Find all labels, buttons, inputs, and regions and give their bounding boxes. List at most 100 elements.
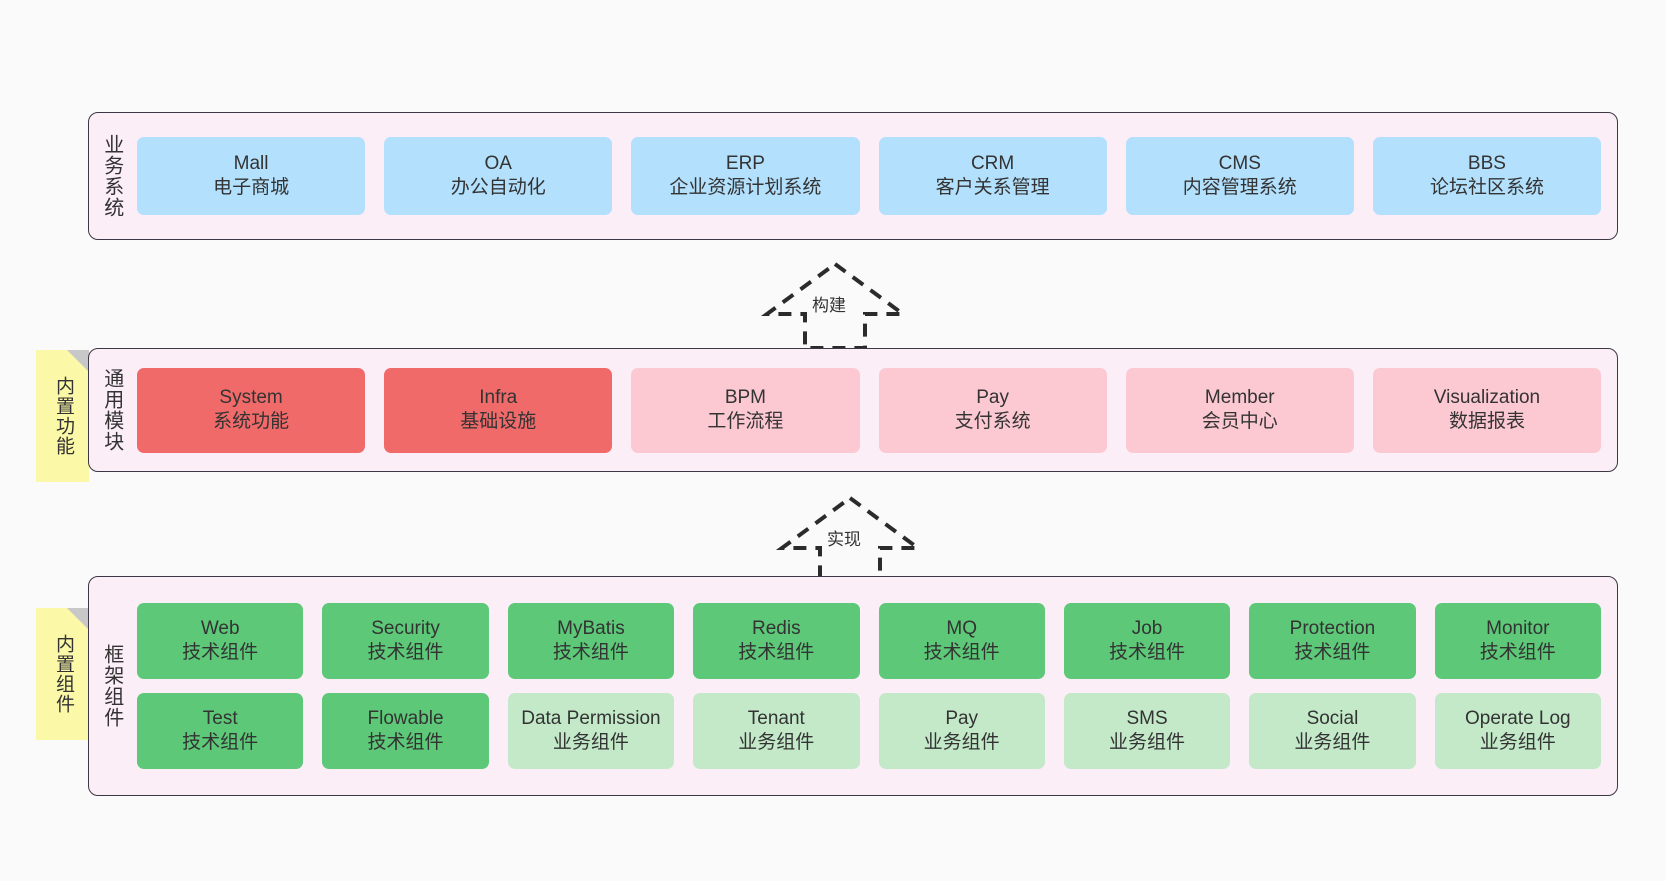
card-subtitle: 工作流程: [707, 411, 784, 432]
card-subtitle: 客户关系管理: [935, 177, 1050, 198]
card-data-permission[interactable]: Data Permission 业务组件: [507, 693, 675, 769]
layer-common-module-body: System 系统功能 Infra 基础设施 BPM 工作流程 Pay 支付系统…: [133, 349, 1617, 471]
card-subtitle: 技术组件: [923, 642, 1000, 663]
card-subtitle: 内容管理系统: [1182, 177, 1297, 198]
card-title: Infra: [479, 386, 518, 408]
card-flowable[interactable]: Flowable 技术组件: [322, 693, 489, 769]
card-title: Web: [200, 617, 240, 639]
layer-business-system-body: Mall 电子商城 OA 办公自动化 ERP 企业资源计划系统 CRM 客户关系…: [133, 113, 1617, 239]
card-subtitle: 办公自动化: [450, 177, 546, 198]
card-subtitle: 数据报表: [1448, 411, 1525, 432]
card-system[interactable]: System 系统功能: [137, 367, 366, 453]
card-mybatis[interactable]: MyBatis 技术组件: [507, 603, 675, 679]
layer-common-module-title: 通用模块: [100, 368, 123, 452]
card-title: Protection: [1289, 617, 1376, 639]
card-title: Job: [1131, 617, 1163, 639]
layer-framework-component-title: 框架组件: [100, 644, 123, 728]
card-title: Tenant: [747, 707, 805, 729]
card-cms[interactable]: CMS 内容管理系统: [1125, 137, 1354, 215]
card-infra[interactable]: Infra 基础设施: [384, 367, 613, 453]
note-builtin-features: 内置功能: [36, 350, 89, 482]
card-subtitle: 系统功能: [213, 411, 290, 432]
card-oa[interactable]: OA 办公自动化: [384, 137, 613, 215]
card-bbs[interactable]: BBS 论坛社区系统: [1372, 137, 1602, 215]
card-member[interactable]: Member 会员中心: [1125, 367, 1354, 453]
common-card-row: System 系统功能 Infra 基础设施 BPM 工作流程 Pay 支付系统…: [137, 367, 1602, 453]
card-title: CMS: [1218, 152, 1261, 174]
card-subtitle: 论坛社区系统: [1429, 177, 1544, 198]
card-subtitle: 业务组件: [552, 732, 629, 753]
layer-framework-component: 框架组件 Web 技术组件 Security 技术组件 MyBatis 技术组件…: [88, 576, 1618, 796]
card-title: MyBatis: [557, 617, 625, 639]
card-pay-component[interactable]: Pay 业务组件: [878, 693, 1045, 769]
card-title: Social: [1306, 707, 1359, 729]
card-subtitle: 会员中心: [1201, 411, 1278, 432]
card-pay-module[interactable]: Pay 支付系统: [878, 367, 1107, 453]
card-title: System: [219, 386, 283, 408]
card-operate-log[interactable]: Operate Log 业务组件: [1434, 693, 1601, 769]
card-monitor[interactable]: Monitor 技术组件: [1434, 603, 1601, 679]
card-redis[interactable]: Redis 技术组件: [693, 603, 860, 679]
card-protection[interactable]: Protection 技术组件: [1249, 603, 1416, 679]
card-erp[interactable]: ERP 企业资源计划系统: [631, 137, 860, 215]
card-social[interactable]: Social 业务组件: [1249, 693, 1416, 769]
note-builtin-components: 内置组件: [36, 608, 89, 740]
card-subtitle: 技术组件: [1294, 642, 1371, 663]
card-subtitle: 业务组件: [1479, 732, 1556, 753]
card-title: Operate Log: [1464, 707, 1571, 729]
card-title: Member: [1204, 386, 1275, 408]
arrow-implement-label: 实现: [827, 530, 861, 549]
card-title: Monitor: [1486, 617, 1550, 639]
card-job[interactable]: Job 技术组件: [1063, 603, 1231, 679]
card-crm[interactable]: CRM 客户关系管理: [878, 137, 1107, 215]
card-mq[interactable]: MQ 技术组件: [878, 603, 1045, 679]
card-mall[interactable]: Mall 电子商城: [137, 137, 366, 215]
card-title: Mall: [233, 152, 269, 174]
note-builtin-components-label: 内置组件: [52, 634, 74, 714]
card-subtitle: 基础设施: [460, 411, 537, 432]
card-title: MQ: [946, 617, 977, 639]
framework-business-row: Test 技术组件 Flowable 技术组件 Data Permission …: [137, 693, 1601, 769]
card-subtitle: 技术组件: [1479, 642, 1556, 663]
card-subtitle: 业务组件: [1294, 732, 1371, 753]
card-subtitle: 技术组件: [1109, 642, 1186, 663]
card-security[interactable]: Security 技术组件: [322, 603, 489, 679]
layer-business-system-title: 业务系统: [100, 134, 123, 218]
card-subtitle: 技术组件: [738, 642, 815, 663]
card-test[interactable]: Test 技术组件: [137, 693, 304, 769]
card-subtitle: 电子商城: [213, 177, 290, 198]
card-subtitle: 技术组件: [182, 642, 259, 663]
card-title: Pay: [976, 386, 1009, 408]
card-web[interactable]: Web 技术组件: [137, 603, 304, 679]
arrow-build: 构建: [755, 258, 915, 353]
card-subtitle: 技术组件: [182, 732, 259, 753]
business-card-row: Mall 电子商城 OA 办公自动化 ERP 企业资源计划系统 CRM 客户关系…: [137, 137, 1602, 215]
card-title: ERP: [725, 152, 765, 174]
arrow-build-label: 构建: [812, 296, 846, 315]
card-title: BPM: [724, 386, 767, 408]
card-subtitle: 业务组件: [1109, 732, 1186, 753]
framework-tech-row: Web 技术组件 Security 技术组件 MyBatis 技术组件 Redi…: [137, 603, 1601, 679]
card-subtitle: 支付系统: [954, 411, 1031, 432]
card-title: OA: [484, 152, 512, 174]
card-subtitle: 技术组件: [367, 642, 444, 663]
card-title: Test: [202, 707, 238, 729]
card-title: Visualization: [1433, 386, 1541, 408]
card-subtitle: 企业资源计划系统: [669, 177, 822, 198]
card-title: Redis: [752, 617, 801, 639]
card-sms[interactable]: SMS 业务组件: [1063, 693, 1231, 769]
card-subtitle: 技术组件: [552, 642, 629, 663]
card-subtitle: 业务组件: [923, 732, 1000, 753]
card-title: CRM: [970, 152, 1015, 174]
arrow-implement: 实现: [770, 492, 930, 587]
card-title: Pay: [945, 707, 979, 729]
card-title: BBS: [1467, 152, 1506, 174]
layer-framework-component-body: Web 技术组件 Security 技术组件 MyBatis 技术组件 Redi…: [133, 577, 1617, 795]
card-subtitle: 技术组件: [367, 732, 444, 753]
layer-business-system: 业务系统 Mall 电子商城 OA 办公自动化 ERP 企业资源计划系统 CRM…: [88, 112, 1618, 240]
card-bpm[interactable]: BPM 工作流程: [631, 367, 860, 453]
card-tenant[interactable]: Tenant 业务组件: [693, 693, 860, 769]
card-visualization[interactable]: Visualization 数据报表: [1372, 367, 1602, 453]
card-title: Data Permission: [521, 707, 661, 729]
